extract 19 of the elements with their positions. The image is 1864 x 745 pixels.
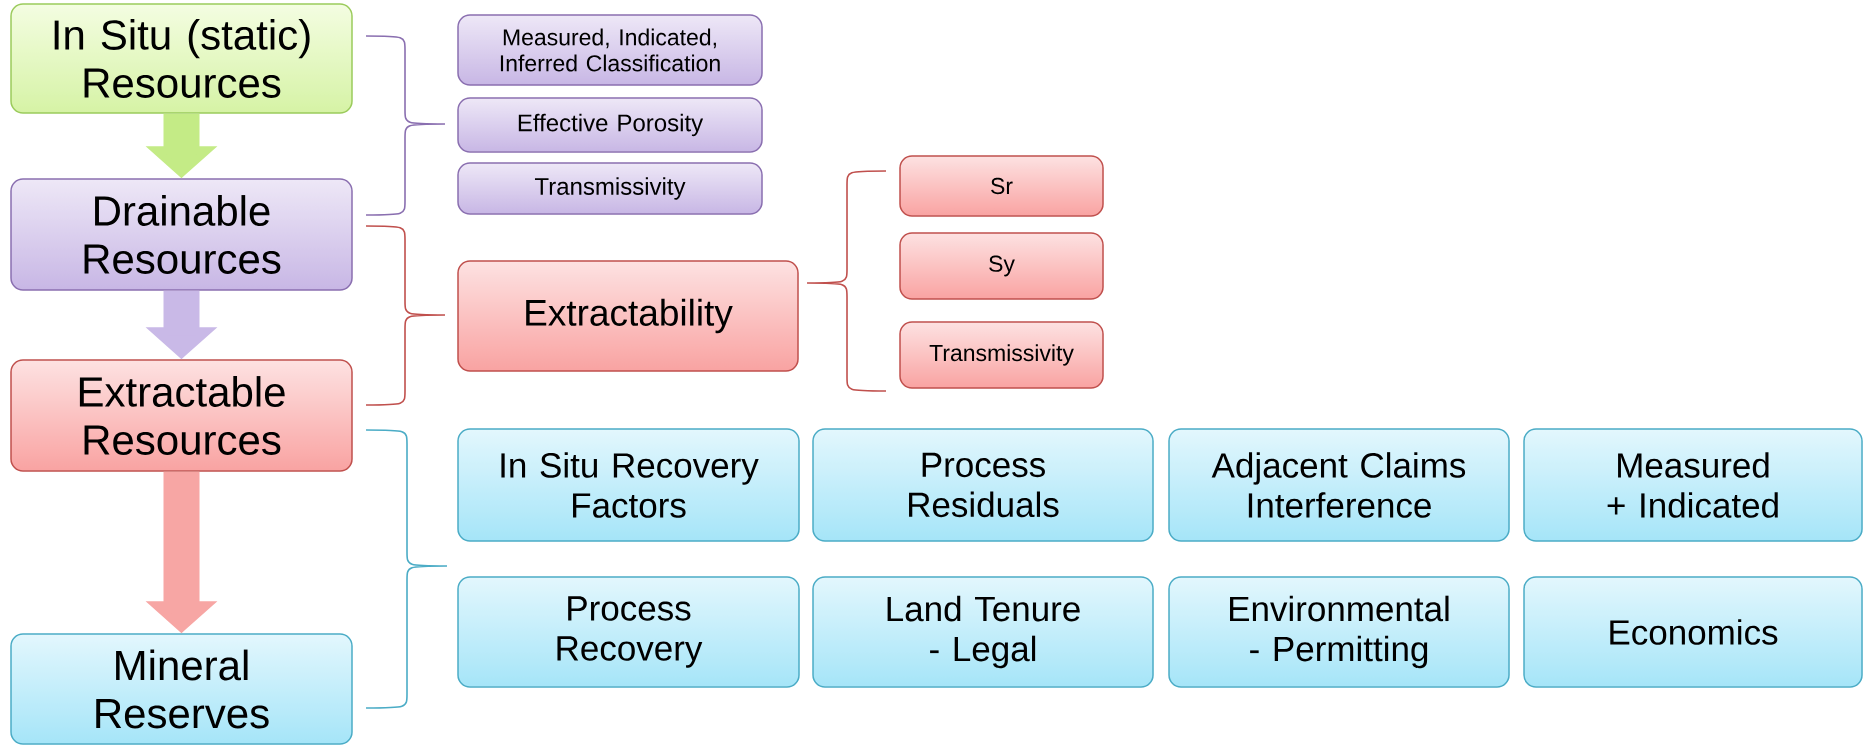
factor-box: Environmental - Permitting (1168, 576, 1510, 688)
factor-box: Transmissivity (899, 321, 1104, 389)
factor-box: Adjacent Claims Interference (1168, 428, 1510, 542)
resource-box: Mineral Reserves (10, 633, 353, 745)
factor-box: Effective Porosity (457, 97, 763, 153)
factor-box: Sr (899, 155, 1104, 217)
resource-box: Drainable Resources (10, 178, 353, 291)
resource-box: Extractable Resources (10, 359, 353, 472)
factor-box: Extractability (457, 260, 799, 372)
factor-box: Sy (899, 232, 1104, 300)
factor-box: Process Recovery (457, 576, 800, 688)
factor-box: Economics (1523, 576, 1863, 688)
resource-box: In Situ (static) Resources (10, 3, 353, 114)
factor-box: In Situ Recovery Factors (457, 428, 800, 542)
factor-box: Transmissivity (457, 162, 763, 215)
factor-box: Measured + Indicated (1523, 428, 1863, 542)
factor-box: Process Residuals (812, 428, 1154, 542)
factor-box: Measured, Indicated, Inferred Classification (457, 14, 763, 86)
factor-box: Land Tenure - Legal (812, 576, 1154, 688)
